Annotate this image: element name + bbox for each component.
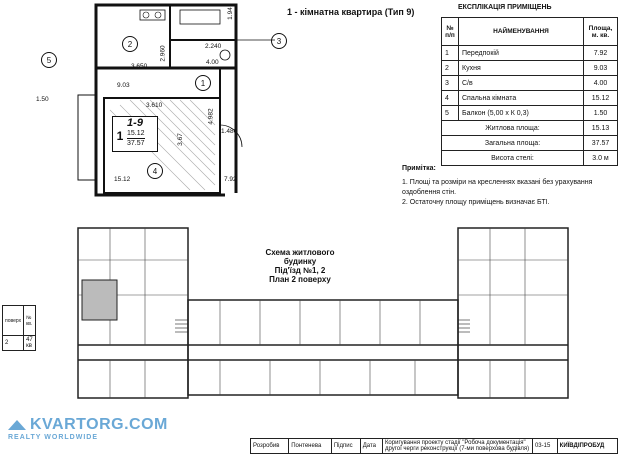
logo-house-icon [8,420,26,430]
title-block: Розробив Понтенева Підпис Дата Коригуван… [249,438,619,454]
room-marker-5: 5 [41,52,57,68]
dim-150: 1.50 [36,96,49,103]
notes: Примітка: 1. Площі та розміри на креслен… [402,164,602,208]
col-name: НАЙМЕНУВАННЯ [458,17,584,46]
room-marker-1: 1 [195,75,211,91]
dim-194: 1.94 [226,7,234,20]
col-area: Площа, м. кв. [583,17,618,46]
col-number: № п/п [441,17,459,46]
room-marker-4: 4 [147,163,163,179]
scheme-title: Схема житлового будинку Під'їзд №1, 2 Пл… [265,248,335,284]
dim-1512: 15.12 [114,176,131,183]
dim-2960: 2.960 [159,45,167,62]
apartment-code: 1-9 [127,117,143,129]
dim-1480: 1.480 [221,128,238,135]
dim-367: 3.67 [176,133,184,146]
total-area: 37.57 [127,140,145,147]
building-scheme [70,220,600,410]
apartment-plan-drawing [77,3,275,197]
dim-3650: 3.650 [131,63,148,70]
building-scheme-drawing [77,227,569,399]
floor-header: поверх [1,305,25,336]
stamp-developer-label: Розробив [249,438,290,454]
dim-4982: 4.982 [207,108,215,125]
dim-2240: 2.240 [205,43,222,50]
summary-row: Висота стелі:3.0 м [441,150,618,166]
apartment-label-box: 1-9 1 15.12 37.57 [112,116,158,152]
note-2: 2. Остаточну площу приміщень визначає БТ… [402,199,550,206]
dim-3610: 3.610 [146,102,163,109]
summary-row: Загальна площа:37.57 [441,135,618,151]
stamp-org: КИЇВДІПРОБУД [556,438,619,454]
rooms-count: 1 [116,129,124,143]
dim-903: 9.03 [117,82,130,89]
logo-sub-text: REALTY WORLDWIDE [8,434,99,441]
room-marker-3: 3 [271,33,287,49]
note-1: 1. Площі та розміри на кресленнях вказан… [402,179,593,196]
stamp-sheet: 03-15 [531,438,558,454]
notes-title: Примітка: [402,165,436,172]
dim-792: 7.92 [224,176,237,183]
apartment-plan [60,0,300,215]
apt-value: 47 кв [23,335,36,351]
stamp-signature: Підпис [330,438,361,454]
stamp-description: Коригування проекту стадії "Робоча докум… [381,438,533,454]
logo-main-text: KVARTORG.COM [30,416,168,433]
floor-table: поверх № кв. 2 47 кв [1,305,36,351]
stamp-date: Дата [359,438,383,454]
living-area: 15.12 [127,130,145,139]
room-marker-2: 2 [122,36,138,52]
dim-400: 4.00 [206,59,219,66]
stamp-developer-name: Понтенева [288,438,332,454]
floor-value: 2 [1,335,25,351]
summary-row: Житлова площа:15.13 [441,120,618,136]
explication-title: ЕКСПЛІКАЦІЯ ПРИМІЩЕНЬ [458,4,552,11]
kvartorg-logo: KVARTORG.COM REALTY WORLDWIDE [8,416,168,441]
apt-header: № кв. [23,305,36,336]
plan-title: 1 - кімнатна квартира (Тип 9) [287,7,415,17]
